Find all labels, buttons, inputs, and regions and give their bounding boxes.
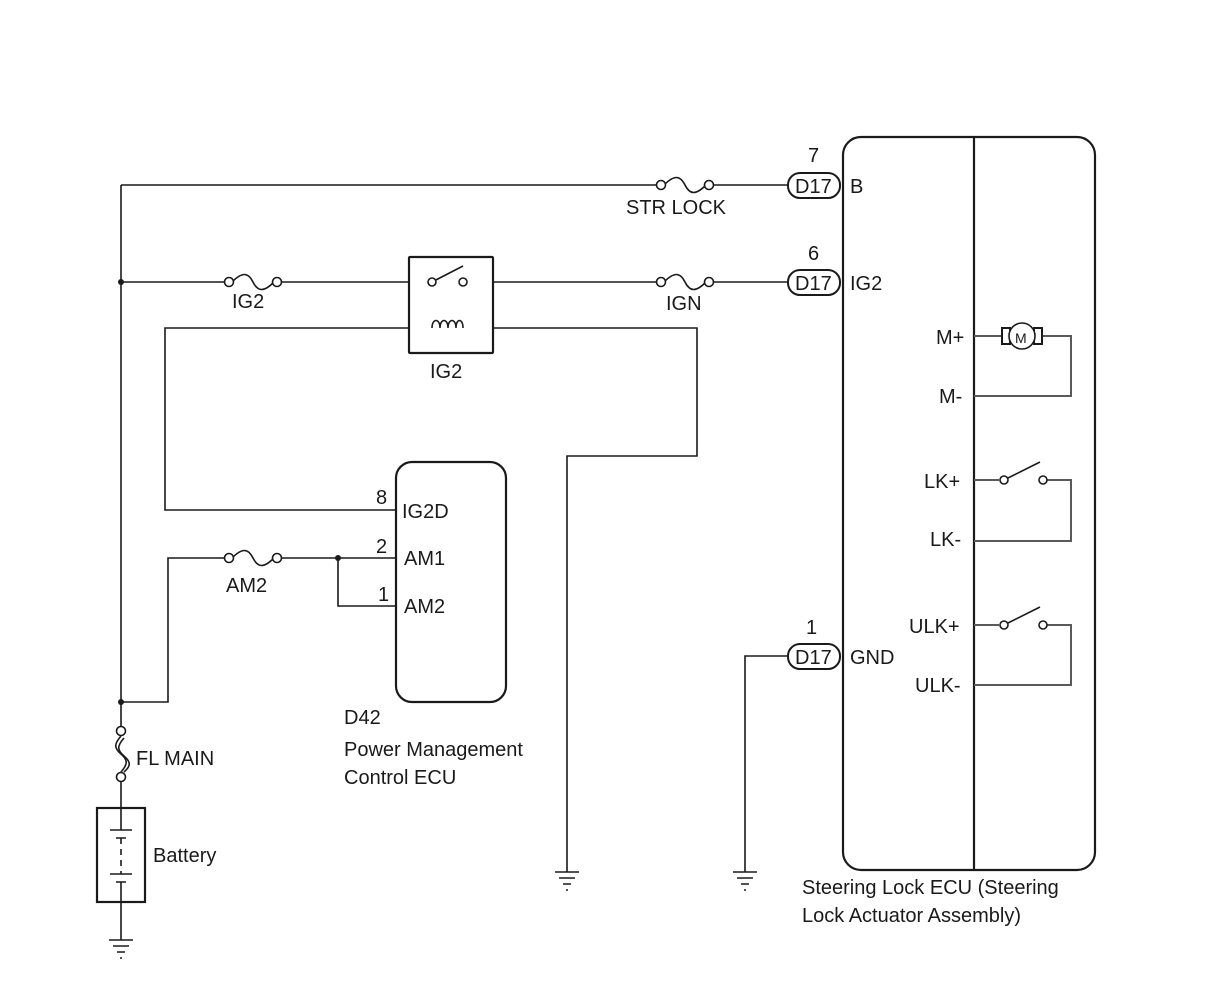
- ecu-name-line1: Power Management: [344, 739, 523, 761]
- junction-dot: [335, 555, 341, 561]
- terminal-label: M-: [939, 386, 962, 408]
- lock-switch-icon: [974, 461, 1072, 542]
- connector-d17-pin1: D17 1 GND: [787, 617, 894, 670]
- terminal-label: M+: [936, 327, 964, 349]
- ig2d-wire: [164, 327, 432, 511]
- fuse-label: IGN: [666, 293, 702, 315]
- coil-ground-wire: [463, 327, 698, 872]
- fuse-label: IG2: [232, 291, 264, 313]
- junction-dot: [118, 279, 124, 285]
- pin-number: 8: [376, 487, 387, 509]
- power-management-ecu: 8 IG2D 2 AM1 1 AM2 D42 Power Management …: [344, 460, 523, 789]
- motor-symbol: M: [1015, 330, 1027, 346]
- terminal-label: ULK-: [915, 675, 961, 697]
- fuse-am2: AM2: [223, 549, 283, 597]
- connector-label: D17: [795, 273, 832, 295]
- ground-icon: [555, 871, 579, 891]
- fuse-ig2: IG2: [223, 273, 283, 313]
- connector-label: D17: [795, 176, 832, 198]
- pin-name: IG2D: [402, 501, 449, 523]
- wires: [120, 184, 788, 940]
- battery: Battery: [95, 806, 216, 904]
- pin-name: AM2: [404, 596, 445, 618]
- pin-number: 1: [378, 584, 389, 606]
- fuse-label: STR LOCK: [626, 197, 727, 219]
- pin-number: 2: [376, 536, 387, 558]
- terminal-label: LK-: [930, 529, 961, 551]
- pin-name: IG2: [850, 273, 882, 295]
- battery-label: Battery: [153, 845, 216, 867]
- ecu-name-line2: Control ECU: [344, 767, 456, 789]
- ground-icon: [109, 939, 133, 959]
- pin-name: GND: [850, 647, 894, 669]
- relay-label: IG2: [430, 361, 462, 383]
- terminal-label: ULK+: [909, 616, 960, 638]
- unlock-switch-icon: [974, 606, 1072, 686]
- pin-number: 7: [808, 145, 819, 167]
- pin-name: AM1: [404, 548, 445, 570]
- pin-name: B: [850, 176, 863, 198]
- fuse-label: AM2: [226, 575, 267, 597]
- fuse-fl-main: FL MAIN: [114, 725, 214, 783]
- pin-number: 1: [806, 617, 817, 639]
- connector-d17-pin6: D17 6 IG2: [787, 243, 882, 296]
- terminal-label: LK+: [924, 471, 960, 493]
- connector-label: D17: [795, 647, 832, 669]
- ecu-name-line2: Lock Actuator Assembly): [802, 905, 1021, 927]
- connector-d17-pin7: D17 7 B: [787, 145, 863, 199]
- junction-dot: [118, 699, 124, 705]
- am2-jumper-wire: [337, 558, 396, 607]
- fuse-ign: IGN: [655, 273, 715, 315]
- gnd-wire: [744, 655, 788, 872]
- steering-lock-ecu: D17 7 B D17 6 IG2 D17 1 GND M M+ M-: [787, 135, 1097, 927]
- fuse-label: FL MAIN: [136, 748, 214, 770]
- fuse-str-lock: STR LOCK: [626, 176, 727, 219]
- pin-number: 6: [808, 243, 819, 265]
- ground-icon: [733, 871, 757, 891]
- ig2-relay: IG2: [407, 255, 495, 383]
- ecu-name-line1: Steering Lock ECU (Steering: [802, 877, 1059, 899]
- ecu-code: D42: [344, 707, 381, 729]
- motor-icon: M: [974, 322, 1072, 397]
